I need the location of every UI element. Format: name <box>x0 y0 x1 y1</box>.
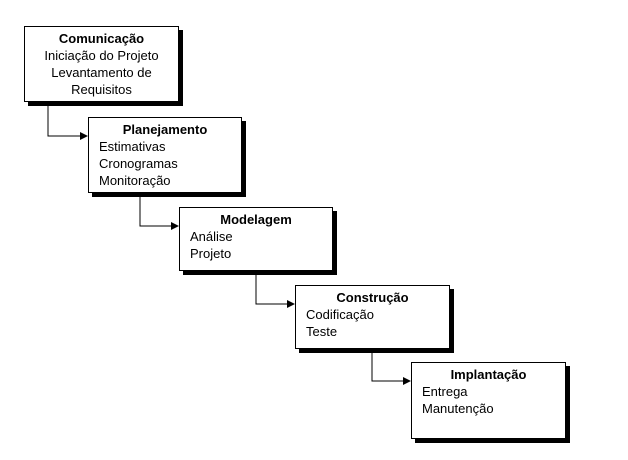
phase-title: Modelagem <box>220 212 292 227</box>
phase-box-construcao: Construção Codificação Teste <box>295 285 450 349</box>
phase-activity: Estimativas <box>99 139 166 154</box>
phase-activity: Análise <box>190 229 233 244</box>
arrow-2-to-3 <box>139 193 179 230</box>
phase-activity: Iniciação do Projeto <box>44 48 159 63</box>
phase-activity: Teste <box>306 324 338 339</box>
phase-title: Planejamento <box>122 122 208 137</box>
arrow-1-to-2 <box>47 102 88 140</box>
phase-activity: Entrega <box>422 384 468 399</box>
phase-activity: Codificação <box>306 307 374 322</box>
phase-activity: Projeto <box>190 246 232 261</box>
arrow-4-to-5 <box>371 349 411 385</box>
phase-title: Comunicação <box>58 31 145 46</box>
phase-box-implantacao: Implantação Entrega Manutenção <box>411 362 566 439</box>
phase-activity: Requisitos <box>71 82 132 97</box>
phase-title: Implantação <box>450 367 527 382</box>
phase-activity: Levantamento de <box>51 65 152 80</box>
phase-activity: Cronogramas <box>99 156 178 171</box>
phase-box-planejamento: Planejamento Estimativas Cronogramas Mon… <box>88 117 242 193</box>
phase-box-comunicacao: Comunicação Iniciação do Projeto Levanta… <box>24 26 179 102</box>
arrow-3-to-4 <box>255 271 295 308</box>
phase-box-modelagem: Modelagem Análise Projeto <box>179 207 333 271</box>
phase-title: Construção <box>336 290 409 305</box>
phase-activity: Manutenção <box>422 401 494 416</box>
phase-activity: Monitoração <box>99 173 171 188</box>
